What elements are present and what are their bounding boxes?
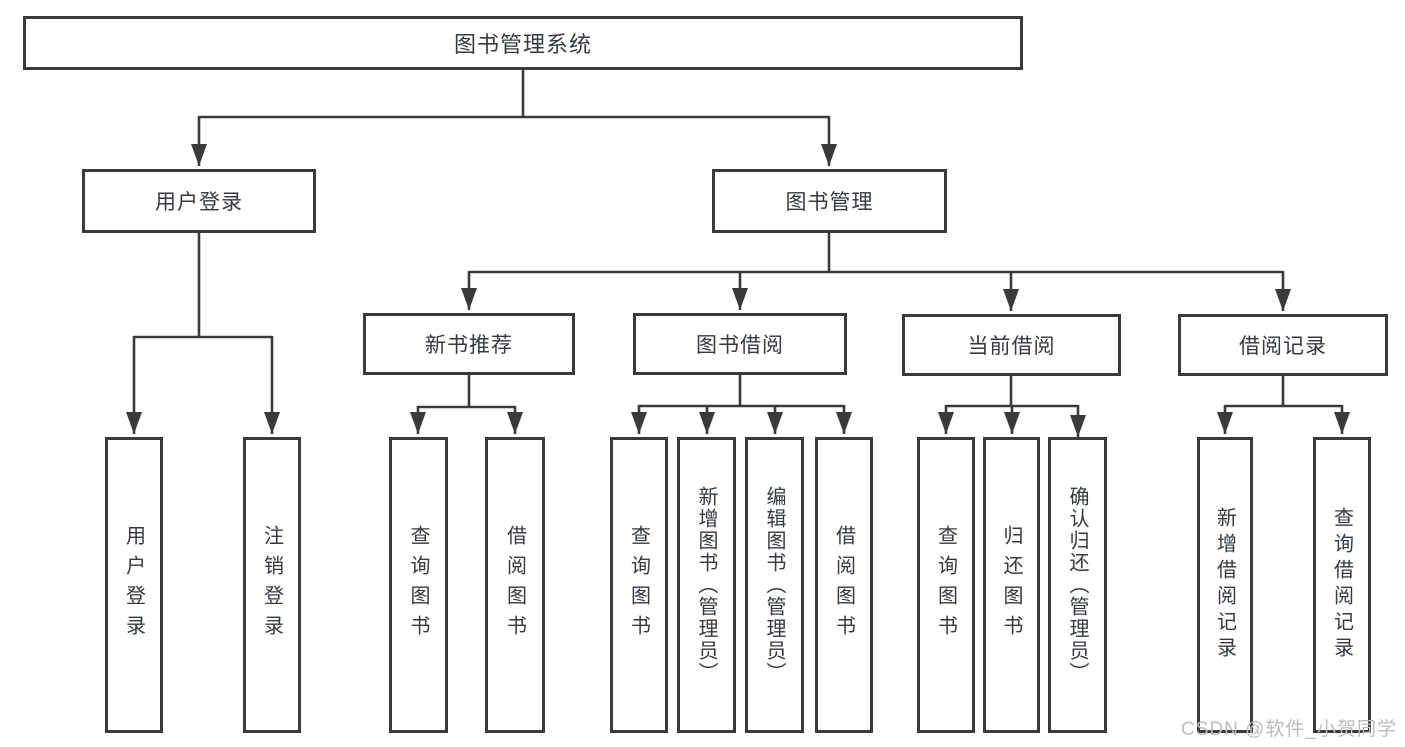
node-user-login: 用户登录 <box>82 169 316 233</box>
leaf-borrow-books-recommend: 借阅图书 <box>485 437 545 733</box>
leaf-return-books: 归还图书 <box>983 437 1040 733</box>
node-new-book-recommend: 新书推荐 <box>363 313 575 375</box>
leaf-add-borrow-record: 新增借阅记录 <box>1197 437 1253 733</box>
node-current-borrow: 当前借阅 <box>902 314 1121 376</box>
node-root-library-system: 图书管理系统 <box>23 16 1023 70</box>
leaf-user-login: 用户登录 <box>105 437 163 733</box>
leaf-edit-books-admin: 编辑图书（管理员） <box>745 437 804 733</box>
leaf-query-borrow-record: 查询借阅记录 <box>1313 437 1371 733</box>
node-borrow-records: 借阅记录 <box>1178 314 1388 376</box>
leaf-query-books-current: 查询图书 <box>917 437 975 733</box>
node-book-borrow: 图书借阅 <box>633 313 847 375</box>
leaf-query-books-recommend: 查询图书 <box>389 437 448 733</box>
leaf-logout: 注销登录 <box>243 437 301 733</box>
leaf-query-books-borrow: 查询图书 <box>610 437 668 733</box>
leaf-add-books-admin: 新增图书（管理员） <box>677 437 736 733</box>
csdn-watermark: CSDN @软件_小贺同学 <box>1181 719 1397 740</box>
leaf-borrow-books: 借阅图书 <box>815 437 873 733</box>
leaf-confirm-return-admin: 确认归还（管理员） <box>1048 437 1107 733</box>
node-book-management: 图书管理 <box>712 169 947 233</box>
